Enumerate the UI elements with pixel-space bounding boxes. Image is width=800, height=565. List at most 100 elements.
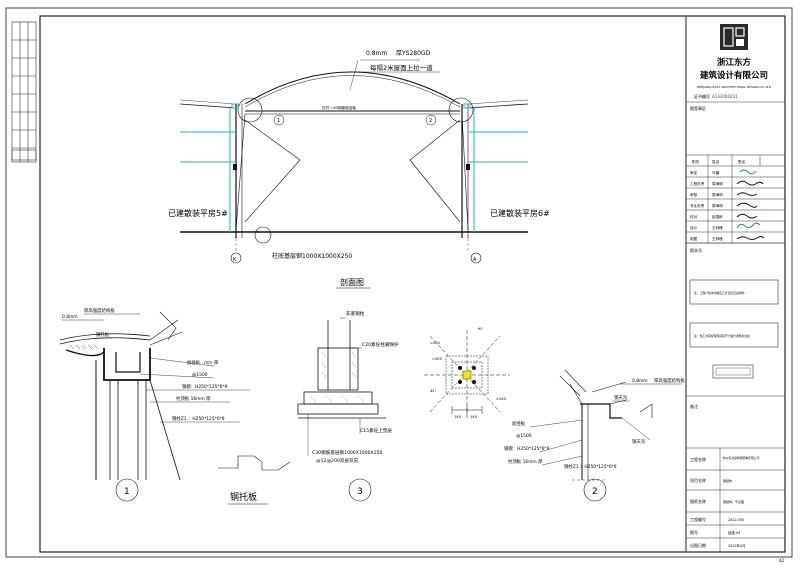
d1-rib-a: 加径板 xyxy=(187,359,201,366)
right-building-label: 已建散装平房6# xyxy=(490,208,550,218)
d2-sheet-desc: 厚高强度结构板 xyxy=(654,377,685,384)
note-box-2 xyxy=(689,322,779,348)
signatures xyxy=(736,169,765,240)
bracket-title: 钢托板 xyxy=(230,491,257,503)
role-title: 设计 xyxy=(690,225,698,230)
binding-strip xyxy=(11,21,37,163)
d2-purlin: 钢檩：H250*125*6*9 xyxy=(504,445,550,452)
callout-2: 2 xyxy=(429,118,432,124)
plate-dim-4: ≈240 xyxy=(496,397,507,401)
note-box-1 xyxy=(689,279,779,305)
d2-rib-a: 加径板 xyxy=(512,420,526,427)
project-label: 图纸名称 xyxy=(690,498,706,504)
page-number: 42 xyxy=(779,558,785,563)
purlin-label: 压杆 ∟63钢檩钢连轴 xyxy=(322,105,356,110)
roles-header-title: 职务 xyxy=(692,159,700,164)
d1-rib-b: @1500 xyxy=(192,372,208,378)
plate-dim-6: 145 xyxy=(454,415,461,419)
plate-dim-3: ≈300 xyxy=(432,357,443,361)
role-name: 周海明 xyxy=(712,181,723,186)
outer-frame xyxy=(5,7,793,558)
adjacent-buildings xyxy=(180,103,528,232)
detail-1-labels: 0.8mm 厚高强度结构板 钢托板 加径板 mm 厚 @1500 钢檩：H250… xyxy=(62,307,228,497)
role-title: 校对 xyxy=(690,214,698,219)
d1-sheet-desc: 厚高强度结构板 xyxy=(84,307,115,314)
d3-concrete: C20素砼柱脚保护 xyxy=(362,341,399,348)
role-name: 王林峰 xyxy=(712,225,723,230)
callout-1: 1 xyxy=(277,118,280,124)
project-table: 工程名称 杭州东方建筑钢结构有限公司 项目名称 钢结构 图纸名称 钢结构、节点图… xyxy=(686,447,785,552)
remark-label: 备注 xyxy=(690,403,698,409)
roof-label-2: 厚YS280GD xyxy=(396,50,431,57)
company-name-2: 建筑设计有限公司 xyxy=(699,70,768,81)
role-name: 赵国栋 xyxy=(712,214,723,219)
note-text-1: 注：工程计划书内容及乙方意见见后附件... xyxy=(694,291,747,295)
roles-header-sign: 签名 xyxy=(738,159,746,164)
revision-label: 版本号 xyxy=(690,247,702,253)
note-box-3 xyxy=(712,364,754,379)
roof-label-1: 0.8mm xyxy=(366,50,387,57)
project-value: 2022年4月 xyxy=(728,543,746,548)
d1-purlin: 钢檩：H250*125*6*9 xyxy=(182,383,228,390)
d3-bed: C15素砼上垫层 xyxy=(360,427,392,434)
axis-label-right: A xyxy=(473,257,477,263)
company-logo xyxy=(720,24,748,50)
project-value: 结施-04 xyxy=(728,530,740,535)
project-label: 图号 xyxy=(690,529,698,535)
role-title: 工程负责 xyxy=(690,181,705,186)
d2-rib-b: @1500 xyxy=(516,433,532,439)
base-plate-dims: 90 ≈200 ≈300 ≈240 45° 145 145 xyxy=(430,327,507,419)
role-title: 审核 xyxy=(690,192,698,197)
roles-table: 职务 姓名 签名 审定 叶晨 工程负责 周海明 审核 周海明 专业负责 周海明 … xyxy=(686,155,785,244)
d1-gutter: 钢托板 xyxy=(96,331,110,338)
footing-label: 柱底基层钢1000X1000X250 xyxy=(272,252,352,260)
role-name: 叶晨 xyxy=(712,170,720,175)
detail-3-hatch xyxy=(309,351,365,403)
roof-arch xyxy=(244,71,461,105)
role-title: 制图 xyxy=(690,236,698,241)
detail-2-labels: 0.8mm 厚高强度结构板 钢天沟 钢天沟 加径板 @1500 钢檩：H250*… xyxy=(504,377,685,497)
cert-label: 证书编号 xyxy=(694,93,710,99)
d1-number: 1 xyxy=(124,487,130,497)
project-label: 工程名称 xyxy=(690,456,706,462)
d2-column-top: 柱顶板 16mm 厚 xyxy=(508,458,543,465)
d1-rib-a-unit: mm 厚 xyxy=(204,360,219,366)
detail-3-labels: 非底钢柱 C20素砼柱脚保护 C15素砼上垫层 C30钢筋基层钢1000X100… xyxy=(312,310,399,497)
section-labels: 0.8mm 厚YS280GD 每隔2米屋面上拉一道 压杆 ∟63钢檩钢连轴 已建… xyxy=(168,50,550,287)
project-label: 工程编号 xyxy=(690,516,706,522)
stamp-label: 图签章区 xyxy=(690,105,706,111)
company-name-1: 浙江东方 xyxy=(717,57,752,68)
detail-1 xyxy=(59,311,183,502)
roles-header-name: 姓名 xyxy=(712,159,720,164)
d2-sheet: 0.8mm xyxy=(632,378,648,384)
roof-label-3: 每隔2米屋面上拉一道 xyxy=(370,63,433,72)
section-title: 剖面图 xyxy=(340,277,364,287)
company-name-en: ZHEJIANG EAST ARCHITECTURAL DESIGN CO.,L… xyxy=(697,85,772,89)
project-value: 杭州东方建筑钢结构有限公司 xyxy=(723,456,760,460)
d2-gutter-2: 钢天沟 xyxy=(632,438,646,445)
detail-1-hatch xyxy=(69,344,99,350)
axis-label-left: K xyxy=(233,257,237,263)
bracket-sketch xyxy=(218,455,291,471)
project-label: 项目名称 xyxy=(690,477,706,483)
plate-dim-2: ≈200 xyxy=(430,341,441,345)
note-text-2: 注：施工时需按现场实际尺寸进行调整并复核 xyxy=(694,334,750,338)
role-name: 王林峰 xyxy=(712,236,723,241)
project-value: 2022-050 xyxy=(728,518,744,522)
project-label: 出图日期 xyxy=(690,542,706,548)
d1-sheet: 0.8mm xyxy=(62,314,78,320)
d2-column: 钢柱Z1 ：H250*125*6*9 xyxy=(564,463,617,470)
anchor-bolts xyxy=(458,366,476,384)
role-name: 周海明 xyxy=(712,203,723,208)
detail-2 xyxy=(559,369,653,502)
inner-frame xyxy=(39,15,786,553)
d3-post: 非底钢柱 xyxy=(346,310,365,317)
role-name: 周海明 xyxy=(712,192,723,197)
project-value: 钢结构、节点图 xyxy=(723,499,744,504)
cert-number: A133000241 xyxy=(712,94,738,99)
section-view xyxy=(179,71,529,264)
left-building-label: 已建散装平房5# xyxy=(168,208,228,218)
d3-footing-2: @12@200双层双向 xyxy=(316,457,359,464)
d3-number: 3 xyxy=(357,487,363,497)
